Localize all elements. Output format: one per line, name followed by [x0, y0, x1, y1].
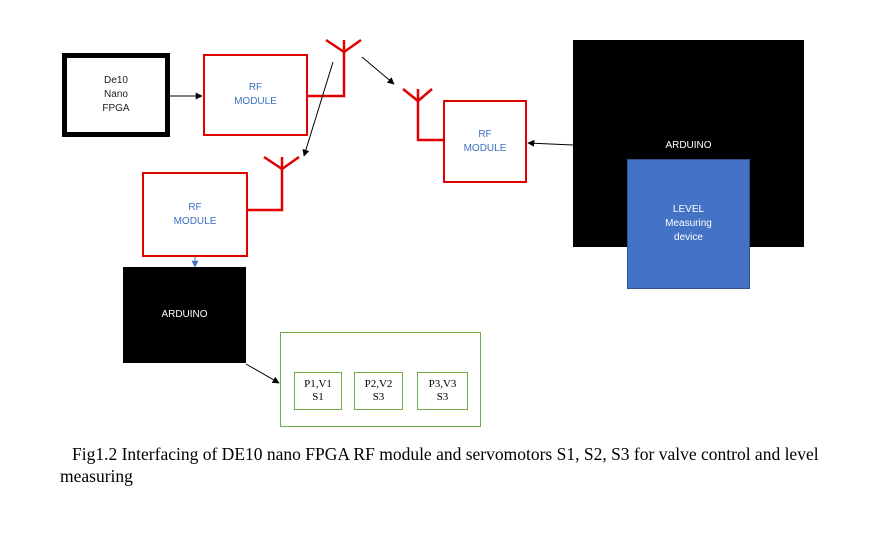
rf-module-sensor: RF MODULE	[443, 100, 527, 183]
antenna-icon	[248, 155, 300, 212]
level-measuring-device: LEVEL Measuring device	[627, 159, 750, 289]
rf-module-1-label-line-2: MODULE	[234, 96, 277, 107]
rf-module-1-label-line-1: RF	[248, 82, 263, 93]
level-label-line-1: LEVEL	[672, 204, 705, 215]
arduino-valve-box: ARDUINO	[123, 267, 246, 363]
arrow-arduino-to-rf3	[527, 139, 574, 147]
level-label-line-2: Measuring	[665, 218, 712, 229]
arrow-wireless-to-sensor	[361, 56, 395, 85]
valve-box-3: P3,V3 S3	[417, 372, 468, 410]
valve-2-top: P2,V2	[364, 378, 393, 390]
valve-box-1: P1,V1 S1	[294, 372, 342, 410]
valve-box-2: P2,V2 S3	[354, 372, 403, 410]
antenna-icon	[402, 88, 443, 142]
valve-1-top: P1,V1	[304, 378, 332, 390]
fpga-label-line-3: FPGA	[102, 103, 130, 114]
rf-module-3-label-line-2: MODULE	[463, 142, 507, 154]
figure-caption: Fig1.2 Interfacing of DE10 nano FPGA RF …	[60, 444, 819, 486]
arrow-arduino-to-valves	[245, 363, 280, 384]
valve-3-bottom: S3	[436, 391, 449, 403]
rf-module-valve-receiver: RF MODULE	[142, 172, 248, 257]
level-label-line-3: device	[674, 232, 703, 243]
valve-1-bottom: S1	[312, 391, 324, 403]
rf-module-transmitter: RF MODULE	[203, 54, 308, 136]
rf-module-3-label-line-1: RF	[478, 128, 492, 140]
fpga-box: De10 Nano FPGA	[62, 53, 170, 137]
fpga-label-line-1: De10	[104, 75, 128, 86]
valve-2-bottom: S3	[372, 391, 385, 403]
antenna-icon	[308, 38, 362, 98]
fpga-label-line-2: Nano	[104, 89, 128, 100]
rf-module-2-label-line-1: RF	[188, 201, 202, 213]
arduino-sensor-label: ARDUINO	[665, 140, 712, 151]
valve-3-top: P3,V3	[428, 378, 457, 390]
valve-group	[280, 332, 481, 427]
arrow-wireless-to-valve	[302, 61, 334, 157]
arduino-valve-label: ARDUINO	[161, 309, 208, 320]
rf-module-2-label-line-2: MODULE	[173, 215, 217, 227]
